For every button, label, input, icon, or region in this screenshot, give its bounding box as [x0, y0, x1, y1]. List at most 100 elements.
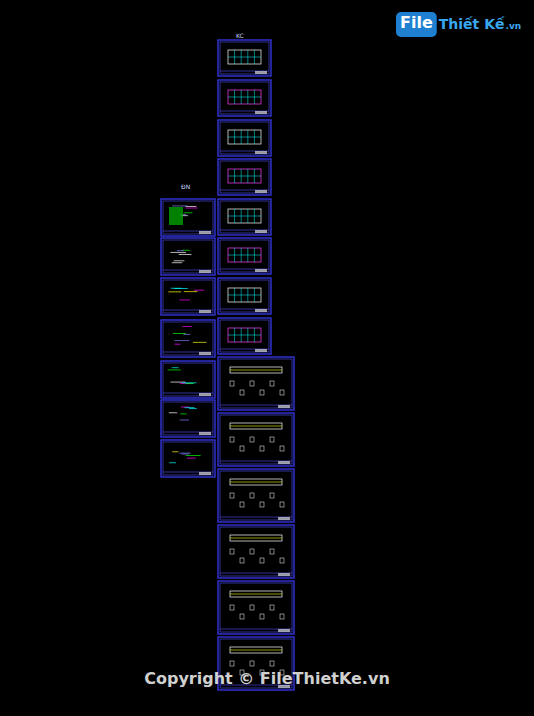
detail-stroke — [186, 208, 198, 209]
drawing-sheet — [218, 80, 271, 116]
drawing-sheet — [218, 581, 294, 634]
drawing-sheet — [218, 159, 271, 195]
sheet-group-label: ĐN — [181, 184, 190, 190]
section-mark — [230, 493, 234, 498]
sheet-frame — [218, 199, 271, 235]
section-mark — [240, 614, 244, 619]
sheet-frame — [218, 238, 271, 274]
title-block — [199, 310, 211, 313]
sheet-frame — [161, 320, 215, 357]
plan-outline — [228, 169, 261, 183]
detail-stroke — [194, 290, 204, 291]
logo-box — [396, 12, 437, 37]
sheet-frame — [218, 318, 271, 354]
section-mark — [280, 446, 284, 451]
detail-stroke — [184, 291, 198, 292]
sheet-frame — [218, 413, 294, 466]
title-block — [255, 190, 267, 193]
sheet-border — [220, 415, 292, 464]
detail-stroke — [183, 334, 190, 335]
section-mark — [240, 390, 244, 395]
section-mark — [260, 558, 264, 563]
detail-stroke — [171, 382, 186, 383]
title-block — [255, 349, 267, 352]
logo-text: File — [400, 15, 433, 31]
title-block — [199, 472, 211, 475]
section-mark — [250, 437, 254, 442]
sheet-frame — [161, 238, 215, 275]
detail-stroke — [172, 451, 178, 452]
detail-stroke — [172, 367, 179, 368]
section-mark — [270, 661, 274, 666]
detail-stroke — [173, 333, 186, 334]
title-block — [255, 269, 267, 272]
detail-stroke — [179, 453, 190, 454]
drawing-sheet — [218, 525, 294, 578]
drawing-sheet — [161, 400, 215, 437]
beam-elevation — [230, 535, 282, 541]
watermark: Copyright © FileThietKe.vn — [144, 671, 390, 687]
section-mark — [250, 493, 254, 498]
title-block — [199, 231, 211, 234]
sheet-frame — [218, 357, 294, 410]
section-mark — [240, 446, 244, 451]
detail-stroke — [174, 344, 180, 345]
beam-elevation — [230, 479, 282, 485]
sheet-border — [163, 363, 213, 396]
detail-stroke — [187, 458, 196, 459]
sheet-border — [220, 471, 292, 520]
plan-outline — [228, 328, 261, 342]
plan-outline — [228, 209, 261, 223]
detail-stroke — [169, 462, 176, 463]
sheet-frame — [218, 581, 294, 634]
sheet-border — [220, 583, 292, 632]
section-mark — [280, 390, 284, 395]
sheet-frame — [218, 40, 271, 76]
beam-elevation — [230, 423, 282, 429]
rebar-line — [230, 650, 282, 651]
section-mark — [250, 605, 254, 610]
detail-stroke — [169, 412, 177, 413]
drawing-sheet — [161, 199, 215, 236]
beam-elevation — [230, 591, 282, 597]
detail-stroke — [174, 260, 185, 261]
detail-stroke — [175, 340, 190, 341]
title-block — [199, 270, 211, 273]
sheet-border — [220, 527, 292, 576]
drawing-sheet — [218, 120, 271, 156]
sheet-frame — [161, 440, 215, 477]
logo-text: .vn — [505, 22, 521, 31]
detail-stroke — [179, 299, 190, 300]
sheet-border — [163, 442, 213, 475]
sheet-border — [163, 322, 213, 355]
plan-outline — [228, 90, 261, 104]
rebar-line — [230, 482, 282, 483]
title-block — [278, 573, 290, 576]
section-mark — [280, 558, 284, 563]
sheet-frame — [218, 469, 294, 522]
sheet-border — [163, 280, 213, 313]
title-block — [255, 309, 267, 312]
grid-line — [228, 176, 261, 177]
detail-stroke — [186, 455, 201, 456]
sheet-frame — [218, 159, 271, 195]
section-mark — [280, 614, 284, 619]
grid-line — [228, 216, 261, 217]
detail-stroke — [184, 212, 193, 213]
title-block — [199, 432, 211, 435]
detail-stroke — [180, 413, 186, 414]
sheet-border — [220, 161, 269, 193]
drawing-sheet — [218, 413, 294, 466]
title-block — [255, 151, 267, 154]
sheet-frame — [218, 525, 294, 578]
sheet-frame — [161, 361, 215, 398]
detail-stroke — [183, 326, 192, 327]
grid-line — [228, 255, 261, 256]
section-mark — [270, 381, 274, 386]
beam-elevation — [230, 647, 282, 653]
sheet-border — [220, 359, 292, 408]
grid-line — [228, 295, 261, 296]
title-block — [278, 405, 290, 408]
drawing-sheet — [218, 469, 294, 522]
